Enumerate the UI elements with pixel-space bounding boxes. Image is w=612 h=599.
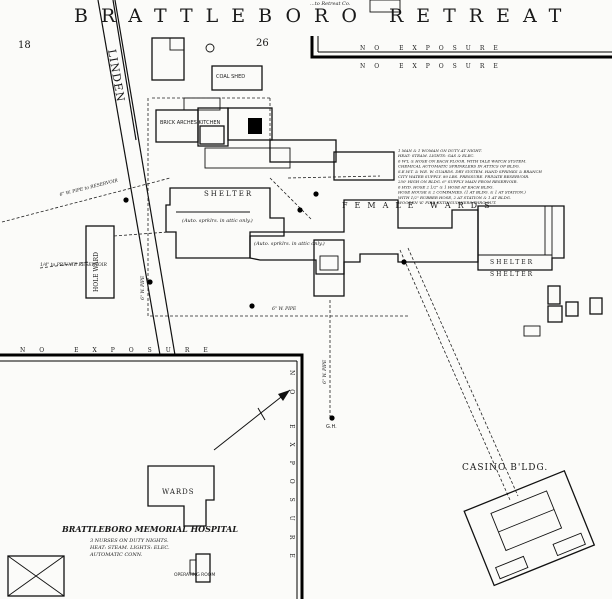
label-shelter-main: SHELTER: [204, 190, 253, 198]
notes-line: 6 HYD. HOSE 2 1/2" & 1 HOSE AT EACH BLDG…: [398, 184, 494, 189]
building-female-wards: [249, 199, 479, 297]
label-wards-lower: WARDS: [162, 488, 195, 496]
building-shelter-east: [477, 205, 565, 271]
label-shelter-east-2: SHELTER: [490, 271, 534, 278]
north-arrow-icon: [213, 389, 291, 451]
label-pipe-left: 6" W. PIPE to RESERVOIR: [59, 177, 119, 197]
building-cluster-north: [151, 37, 273, 147]
label-sprinkler-note-1: (Auto. sprklrs. in attic only.): [182, 217, 253, 224]
label-pipe-vertical-2: 6" W. PIPE: [322, 359, 328, 384]
hydrant-dot-icon: [329, 415, 335, 421]
label-sprinkler-note-2: (Auto. sprklrs. in attic only.): [254, 240, 325, 247]
building-memorial-hospital: [147, 465, 215, 583]
exposure-label-lower-right: NO EXPOSURE: [288, 370, 295, 572]
sheet-border-top: [310, 36, 612, 59]
exposure-label-lower-top: NO EXPOSURE: [20, 347, 222, 354]
notes-block: 1 MAN & 1 WOMAN ON DUTY AT NIGHT.HEAT: S…: [397, 148, 543, 205]
sheet-border-lower: [0, 353, 304, 599]
label-brick-arches-kitchen: BRICK ARCHES KITCHEN: [160, 120, 220, 126]
notes-line: 250' HIGH ON BLDG. 6" SUPPLY MAIN FROM R…: [397, 179, 518, 184]
title-small-note: ...to Retreat Co.: [310, 1, 351, 7]
notes-line: 6 W'L & HOSE ON EACH FLOOR. WITH YALE WA…: [398, 158, 526, 163]
label-pipe-right: 6" W. PIPE: [272, 306, 297, 312]
label-memorial-notes-1: 3 NURSES ON DUTY NIGHTS.: [90, 538, 169, 544]
water-pipes: [1, 97, 519, 501]
hydrant-dot-icon: [401, 259, 407, 265]
label-coal-shed: COAL SHED: [216, 74, 245, 80]
hydrant-dot-icon: [313, 191, 319, 197]
small-bldg-top: [369, 0, 401, 13]
notes-line: HOSE HOUSE & 2 COMPANIES. (1 AT BLDG. & …: [397, 190, 526, 195]
sheet-number-right: 26: [256, 38, 269, 49]
label-pipe-left-2: 1/4" to PRIVATE RESERVOIR: [40, 262, 107, 268]
hydrants: [123, 191, 407, 421]
notes-line: WOODEN 'K' FIRE EXTINGUISHERS THRO'OUT.: [398, 200, 496, 205]
label-female-wards: FEMALE WARDS: [342, 201, 497, 210]
sheet-number-left: 18: [18, 40, 31, 51]
label-shelter-east-1: SHELTER: [490, 259, 534, 266]
linden-street: [97, 0, 176, 356]
corridor-connector: [204, 139, 395, 181]
label-memorial-notes-2: HEAT: STEAM. LIGHTS: ELEC.: [89, 545, 170, 551]
hydrant-label: G.H.: [326, 424, 337, 430]
notes-line: CHEMICAL AUTOMATIC SPRINKLERS IN ATTICS …: [398, 164, 520, 169]
hydrant-dot-icon: [123, 197, 129, 203]
street-label-linden: LINDEN: [105, 48, 127, 103]
label-memorial-hospital: BRATTLEBORO MEMORIAL HOSPITAL: [61, 524, 238, 534]
building-hole-ward: [85, 225, 115, 299]
building-crossed-box: [7, 555, 65, 597]
label-operating-room: OPERATING ROOM: [174, 572, 215, 578]
title-brattleboro-retreat: BRATTLEBORO RETREAT: [74, 5, 574, 27]
notes-line: HEAT: STEAM. LIGHTS: GAS & ELEC.: [397, 153, 475, 158]
notes-line: WITH 1/2" RUBBER HOSE, 2 AT STATION & 1 …: [398, 195, 511, 200]
notes-line: 1 MAN & 1 WOMAN ON DUTY AT NIGHT.: [398, 148, 482, 153]
small-buildings-east: [523, 285, 603, 337]
label-pipe-vertical-1: 6" W. PIPE: [140, 275, 146, 300]
notes-line: CITY WATER SUPPLY. 80 LBS. PRESSURE. PRI…: [398, 174, 529, 179]
hydrant-dot-icon: [297, 207, 303, 213]
hydrant-dot-icon: [249, 303, 255, 309]
exposure-label-top-2: NO EXPOSURE: [360, 63, 507, 70]
label-casino: CASINO B'LDG.: [462, 463, 548, 473]
building-casino: [463, 469, 596, 587]
exposure-label-top-1: NO EXPOSURE: [360, 45, 507, 52]
label-memorial-notes-3: AUTOMATIC CONN.: [89, 552, 143, 558]
notes-line: S.E.W.T. & W.E. W. GUARDS. DRY SYSTEM. H…: [398, 169, 543, 174]
label-hole-ward: HOLE WARD: [93, 252, 100, 292]
hydrant-dot-icon: [147, 279, 153, 285]
